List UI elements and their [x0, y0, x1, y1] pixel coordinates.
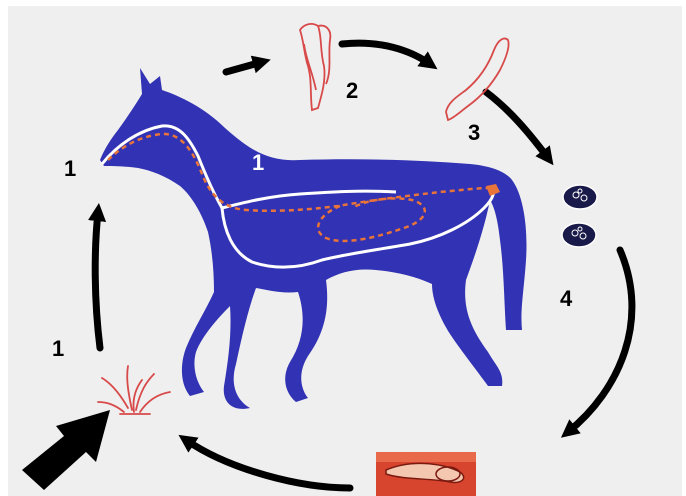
egg-icon-bottom — [562, 223, 596, 247]
adult-worm-icon — [446, 38, 509, 120]
horse-silhouette — [100, 68, 526, 409]
label-stage-2: 2 — [346, 78, 358, 103]
label-stage-3: 3 — [468, 120, 480, 145]
arrow-stage-2-to-3 — [342, 43, 430, 64]
arrow-stage-3-to-4 — [486, 92, 548, 158]
grass-icon — [98, 366, 170, 414]
label-stage-1-inside: 1 — [252, 150, 264, 175]
arrow-stage-4-down — [568, 250, 632, 432]
label-stage-1-grass: 1 — [52, 336, 64, 361]
migrating-larva-icon — [300, 24, 330, 110]
hatching-larva-icon — [376, 452, 476, 496]
arrow-to-grass — [186, 440, 350, 488]
egg-icon-top — [563, 185, 597, 209]
arrow-to-stage-2 — [226, 62, 262, 72]
entry-arrow — [22, 410, 110, 490]
arrow-grass-to-mouth — [95, 212, 100, 348]
label-stage-1-mouth: 1 — [64, 156, 76, 181]
label-stage-4: 4 — [560, 286, 573, 311]
